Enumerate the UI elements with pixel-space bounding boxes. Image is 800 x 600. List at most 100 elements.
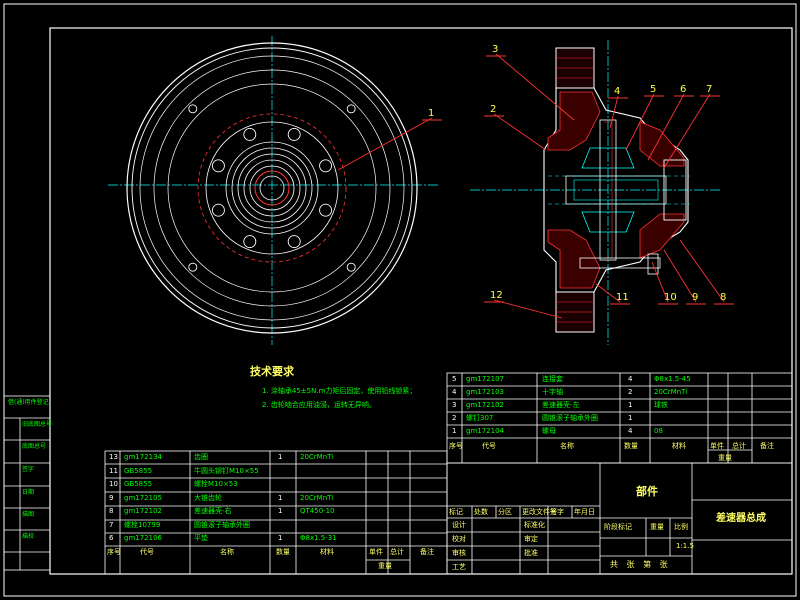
bolt-hole [319,203,333,217]
bom-right-header: 序号 [449,442,463,450]
stage-header: 阶段标记 [604,523,632,531]
role-label: 批准 [524,549,538,557]
callout-4: 4 [614,86,621,97]
table-cell: 差速器壳-右 [194,507,232,515]
table-cell: 2 [452,414,457,422]
callout-8: 8 [720,292,727,303]
table-cell: 螺钉307 [466,414,494,422]
bom-left-header: 总计 [390,548,404,556]
table-cell: 1 [278,493,283,502]
table-cell: 球铁 [654,401,668,409]
bom-left-header: 数量 [276,548,290,556]
table-cell: gm172104 [466,427,504,435]
bom-left-header: 序号 [107,548,121,556]
side-strip-item: 签字 [22,466,35,473]
table-cell: 1 [628,414,633,422]
callout-2: 2 [490,104,497,115]
bom-left-subheader: 重量 [378,562,392,570]
table-cell: 9 [109,493,114,502]
table-cell: gm172106 [124,534,162,542]
tech-req-line2: 2. 齿轮啮合应用油浸，运转无异响。 [262,401,376,409]
stage-header: 比例 [674,523,688,531]
table-cell: 牛圆头铆钉M10×55 [194,466,259,475]
table-cell: gm172105 [124,493,162,502]
table-cell: 20CrMnTi [300,453,334,461]
table-cell: 1 [452,427,457,435]
outer-frame [3,3,797,597]
bolt-hole [211,159,225,173]
callout-10: 10 [664,292,677,303]
role-label: 标准化 [524,521,545,529]
table-cell: 20CrMnTi [300,493,334,502]
stage-header: 重量 [650,523,664,531]
marks-header: 签字 [550,508,564,516]
bom-right-header: 数量 [624,442,638,450]
side-strip-item: 描图 [22,511,35,518]
table-cell: 6 [109,534,114,542]
bolt-hole [319,159,333,173]
table-cell: 螺母 [542,427,556,435]
leader-6 [647,93,685,161]
leader-4 [609,95,619,129]
scale-value: 1:1.5 [676,542,694,550]
callout-11: 11 [616,292,629,303]
bom-left-header: 代号 [140,548,154,556]
table-cell: 1 [278,534,283,542]
mount-hole [188,104,198,114]
bom-left-grid [104,450,448,575]
table-cell: 齿圈 [194,453,208,461]
table-cell: 圆锥滚子轴承外圈 [542,414,598,422]
callout-5: 5 [650,84,657,95]
table-cell: 螺栓10799 [124,520,161,529]
table-cell: 2 [628,388,633,396]
bolt-hole [243,235,257,249]
table-cell: 差速器壳-左 [542,401,580,409]
bom-right-header: 单件 [710,442,724,450]
tech-req-title: 技术要求 [250,365,294,378]
table-cell: gm172102 [124,507,162,515]
table-cell: 4 [452,388,457,396]
front-view [108,36,440,345]
table-cell: 5 [452,375,457,383]
side-strip-item: 描校 [22,533,35,540]
marks-header: 更改文件号 [522,508,557,516]
table-cell: 1 [278,507,283,515]
table-cell: 10 [109,480,118,488]
leader-9 [663,249,697,303]
leader-5 [625,93,655,151]
callout-1: 1 [428,108,435,119]
side-strip [3,395,51,571]
role-label: 审核 [452,549,466,557]
leader-3 [495,53,575,121]
bom-right-header: 材料 [672,442,686,450]
table-cell: 11 [109,466,118,475]
leader-11 [595,283,621,303]
callout-9: 9 [692,292,699,303]
marks-header: 分区 [498,508,512,516]
table-cell: gm172102 [466,401,504,409]
bom-left-header: 单件 [369,548,383,556]
table-cell: 4 [628,375,633,383]
table-cell: gm172107 [466,375,504,383]
table-cell: gm172103 [466,388,504,396]
table-cell: 20CrMnTi [654,388,688,396]
title-block-grid [446,462,793,575]
side-strip-item: 底图总号 [22,443,47,450]
table-cell: 13 [109,453,118,461]
table-cell: 08 [654,427,663,435]
bom-left-header: 材料 [320,548,334,556]
leader-7 [663,93,711,169]
bolt-hole [243,127,257,141]
side-strip-item: 旧底图总号 [22,421,53,428]
role-label: 工艺 [452,563,466,571]
table-cell: 连接套 [542,375,563,383]
table-cell: 大锥齿轮 [194,493,222,502]
role-label: 设计 [452,521,466,529]
mount-hole [188,262,198,272]
bolt-hole [287,127,301,141]
drawing-name: 差速器总成 [716,513,766,524]
table-cell: GB5855 [124,466,153,475]
table-cell: Φ8x1.5-45 [654,375,691,383]
side-strip-item: 借(通)用件登记 [8,399,49,406]
bom-right-subheader: 重量 [718,454,732,462]
